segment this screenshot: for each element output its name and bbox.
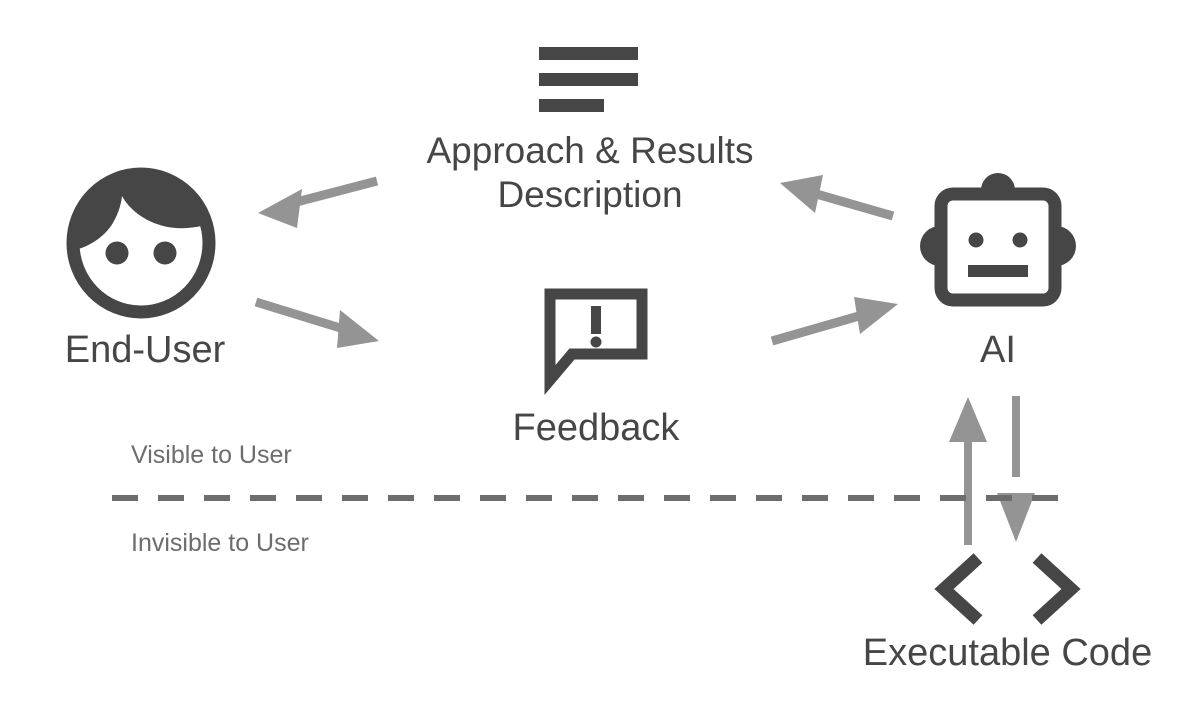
- speech-bubble-exclamation-icon: [544, 288, 648, 396]
- document-lines-icon: [539, 47, 638, 112]
- code-brackets-icon: [934, 553, 1081, 625]
- executable-code-label: Executable Code: [862, 632, 1153, 674]
- arrow-end-user-to-feedback: [254, 297, 379, 348]
- ai-label: AI: [980, 329, 1016, 371]
- arrow-feedback-to-ai: [770, 297, 898, 346]
- description-node-label: Approach & Results Description: [360, 129, 820, 217]
- user-face-icon: [66, 167, 216, 319]
- description-line-2: Description: [497, 174, 683, 215]
- arrow-executable-code-to-ai: [949, 397, 987, 545]
- arrow-description-to-end-user: [258, 176, 379, 228]
- arrow-ai-to-description: [780, 175, 895, 221]
- visible-to-user-label: Visible to User: [131, 441, 292, 469]
- feedback-label: Feedback: [512, 407, 680, 449]
- end-user-label: End-User: [64, 329, 226, 371]
- invisible-to-user-label: Invisible to User: [131, 529, 309, 557]
- robot-head-icon: [920, 173, 1076, 307]
- arrow-ai-to-executable-code: [997, 396, 1035, 542]
- description-line-1: Approach & Results: [426, 130, 754, 171]
